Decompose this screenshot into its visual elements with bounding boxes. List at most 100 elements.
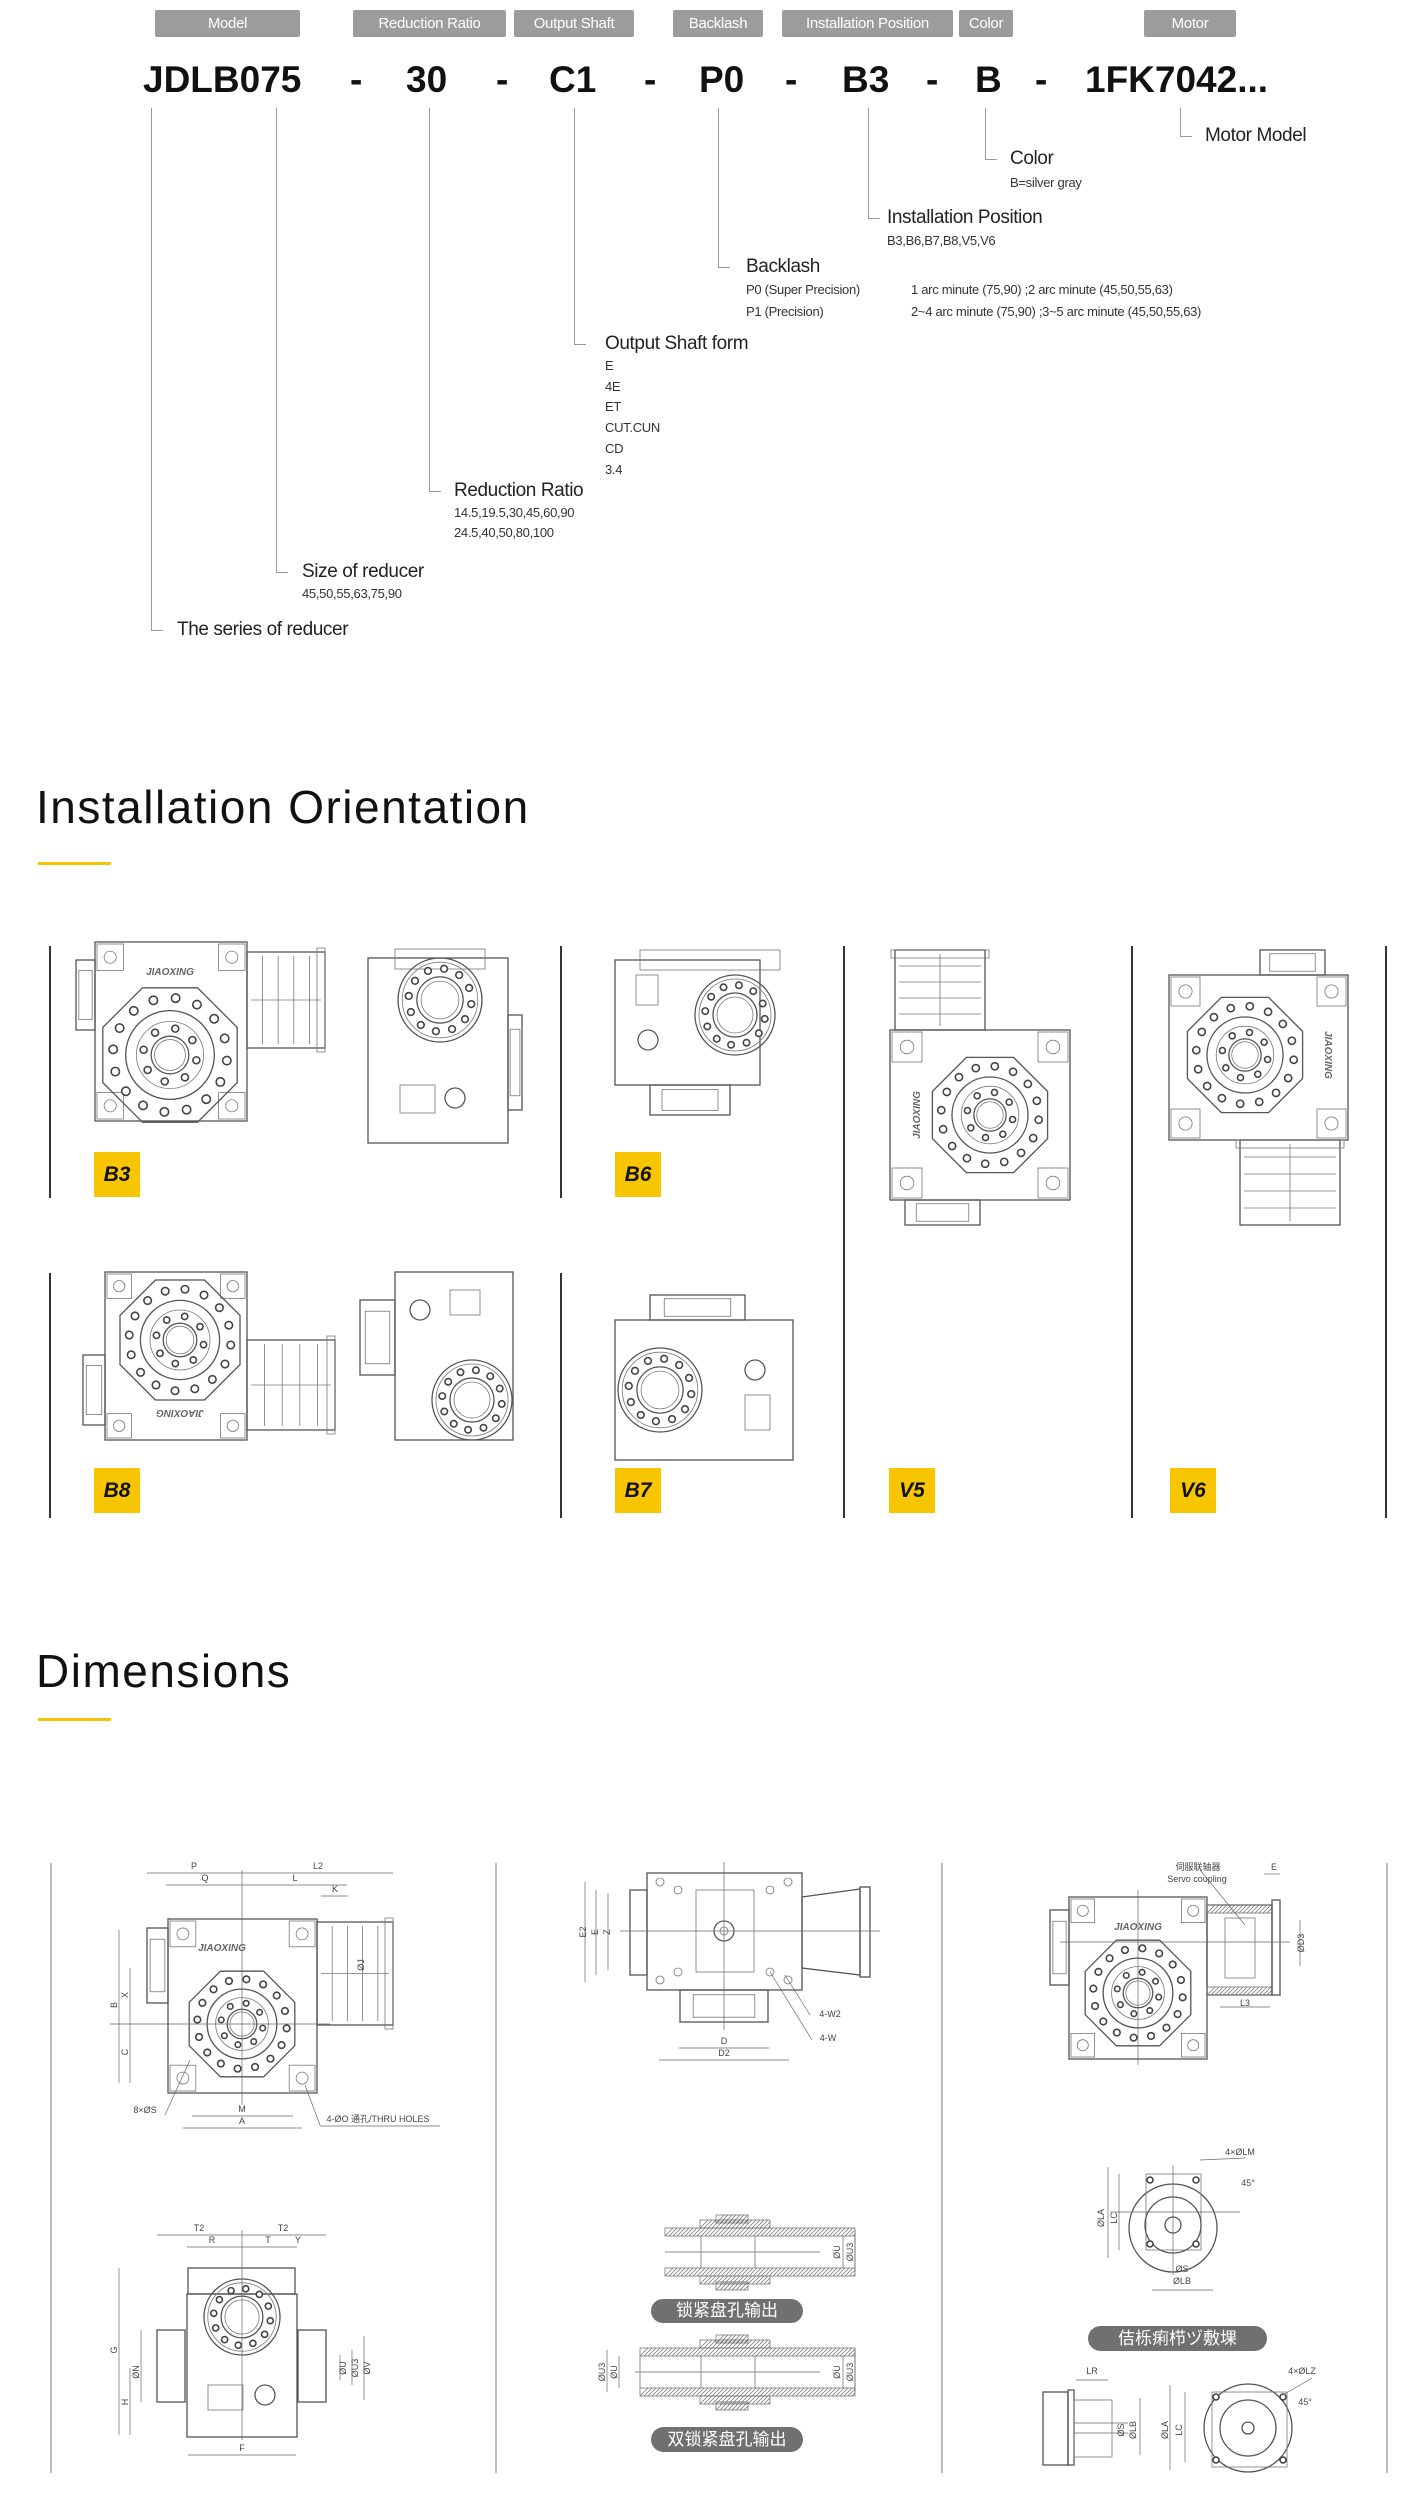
outline	[119, 1279, 241, 1401]
circle	[449, 1377, 495, 1423]
line	[727, 2347, 737, 2357]
line	[739, 2334, 749, 2344]
line	[723, 2281, 733, 2291]
circle	[220, 1359, 230, 1369]
dimension-label: F	[239, 2443, 245, 2453]
dimension-label: E	[1271, 1862, 1277, 1872]
line	[823, 2347, 833, 2357]
brand-logo: JIAOXING	[198, 1943, 246, 1954]
dimension-label: P	[191, 1861, 197, 1871]
circle	[486, 1372, 495, 1381]
line	[707, 2347, 717, 2357]
circle	[180, 1073, 190, 1082]
label-color: Color	[959, 10, 1013, 37]
line	[679, 2347, 689, 2357]
circle	[260, 2330, 269, 2339]
line	[1242, 1904, 1252, 1914]
line	[755, 2275, 765, 2285]
line	[776, 2227, 786, 2237]
line	[767, 2401, 771, 2405]
dimension-label: ØS	[1175, 2264, 1188, 2274]
circle	[687, 1389, 696, 1399]
circle	[640, 1370, 680, 1410]
dimension-label: T	[265, 2235, 271, 2245]
tree-line	[985, 108, 986, 160]
line	[731, 2395, 741, 2405]
line	[768, 2227, 778, 2237]
line	[740, 2267, 750, 2277]
line	[1218, 1904, 1228, 1914]
dimension-label: 4-W2	[819, 2009, 841, 2019]
line	[792, 2227, 802, 2237]
circle	[226, 1340, 236, 1350]
circle	[999, 1130, 1007, 1138]
line	[851, 2392, 856, 2397]
outline	[187, 2267, 296, 2295]
line	[819, 2347, 829, 2357]
circle	[254, 2384, 276, 2406]
circle	[703, 1022, 712, 1031]
circle	[694, 974, 776, 1056]
outline	[715, 2214, 749, 2224]
circle	[162, 1316, 171, 1324]
line	[712, 2227, 722, 2237]
outline	[1042, 2391, 1069, 2466]
line	[739, 2275, 749, 2285]
line	[771, 2347, 781, 2357]
line	[723, 2387, 733, 2397]
line	[743, 2219, 753, 2229]
dimension-label: X	[120, 1992, 130, 1998]
line	[727, 2387, 737, 2397]
circle	[103, 950, 117, 964]
line	[1234, 1986, 1244, 1996]
dimension-label: ØU	[832, 2365, 842, 2379]
line	[699, 2387, 709, 2397]
label-installation-position: Installation Position	[782, 10, 953, 37]
line	[764, 2227, 774, 2237]
circle	[143, 1065, 152, 1075]
line	[812, 2267, 822, 2277]
output-shaft-title: Output Shaft form	[605, 333, 749, 354]
line	[1222, 1986, 1232, 1996]
tree-line	[868, 218, 880, 219]
outline	[614, 959, 761, 1086]
circle	[765, 1967, 775, 1977]
circle	[659, 1354, 669, 1363]
line	[703, 2347, 713, 2357]
circle	[209, 1985, 218, 1994]
outline	[891, 1167, 923, 1199]
circle	[495, 1384, 504, 1393]
circle	[1008, 1115, 1017, 1124]
line	[784, 2267, 794, 2277]
circle	[1138, 1944, 1147, 1953]
outline	[699, 2395, 771, 2405]
code-sep: -	[644, 59, 657, 100]
line	[727, 2214, 737, 2224]
circle	[209, 1013, 220, 1024]
label-locking-disc-output: 锁紧盘孔输出	[651, 2299, 803, 2323]
line	[731, 2275, 741, 2285]
line	[739, 2214, 749, 2224]
dimension-label: 45°	[1298, 2397, 1312, 2407]
line	[727, 2275, 737, 2285]
dimension-label: ØU3	[597, 2363, 607, 2382]
circle	[1178, 1116, 1193, 1131]
outline	[629, 1889, 648, 1976]
line	[707, 2387, 717, 2397]
line	[708, 2267, 718, 2277]
line	[1282, 2377, 1313, 2396]
line	[700, 2267, 710, 2277]
line	[680, 2227, 690, 2237]
line	[716, 2227, 726, 2237]
line	[792, 2267, 802, 2277]
circle	[999, 1157, 1009, 1167]
label-motor: Motor	[1144, 10, 1236, 37]
circle	[684, 1373, 694, 1383]
line	[831, 2387, 841, 2397]
badge-v6: V6	[1170, 1468, 1216, 1513]
divider	[560, 1273, 562, 1518]
circle	[234, 2341, 243, 2350]
line	[783, 2347, 793, 2357]
line	[708, 2227, 718, 2237]
line	[751, 2395, 761, 2405]
